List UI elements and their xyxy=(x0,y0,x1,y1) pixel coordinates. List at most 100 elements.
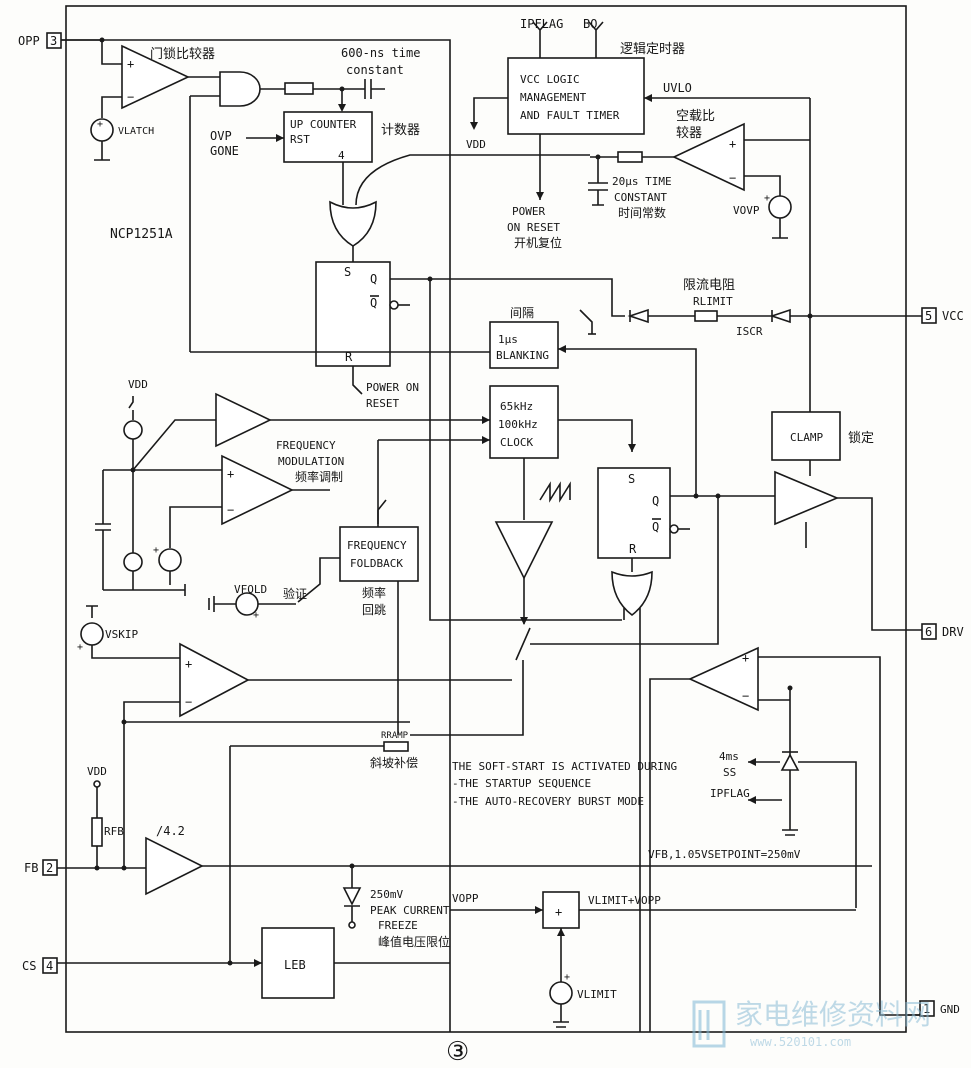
or-gate-1 xyxy=(329,200,377,247)
latch-comparator-label: 门锁比较器 xyxy=(150,46,215,62)
svg-text:+: + xyxy=(227,467,234,481)
svg-text:IPFLAG: IPFLAG xyxy=(520,17,563,31)
svg-text:1μs: 1μs xyxy=(498,333,518,346)
svg-text:Q: Q xyxy=(370,296,377,310)
or-gate-2 xyxy=(611,570,653,617)
resistor-600ns xyxy=(284,82,314,95)
up-counter xyxy=(283,111,373,163)
svg-text:4ms: 4ms xyxy=(719,750,739,763)
svg-text:VDD: VDD xyxy=(87,765,107,778)
svg-text:MANAGEMENT: MANAGEMENT xyxy=(520,91,587,104)
clock-block xyxy=(489,385,559,459)
svg-text:空载比: 空载比 xyxy=(676,109,715,124)
and-gate xyxy=(219,71,261,107)
svg-text:时间常数: 时间常数 xyxy=(618,205,666,220)
fb-divider xyxy=(145,836,204,896)
freq-foldback-block xyxy=(339,526,419,582)
ramp-buffer xyxy=(494,521,554,580)
svg-text:4: 4 xyxy=(338,149,345,162)
svg-text:+: + xyxy=(253,610,259,621)
clamp-block xyxy=(771,411,841,461)
svg-text:Q: Q xyxy=(652,494,659,508)
svg-text:回跳: 回跳 xyxy=(362,603,386,617)
svg-text:间隔: 间隔 xyxy=(510,306,534,320)
svg-text:峰值电压限位: 峰值电压限位 xyxy=(378,934,450,949)
svg-text:POWER ON: POWER ON xyxy=(366,381,419,394)
svg-text:LEB: LEB xyxy=(284,958,306,972)
svg-text:VLIMIT: VLIMIT xyxy=(577,988,617,1001)
opp-bus-line xyxy=(61,39,451,1032)
svg-text:NCP1251A: NCP1251A xyxy=(110,227,173,242)
svg-text:锁定: 锁定 xyxy=(848,430,874,446)
svg-text:VDD: VDD xyxy=(128,378,148,391)
svg-text:250mV: 250mV xyxy=(370,888,403,901)
svg-text:+: + xyxy=(729,137,736,151)
svg-text:R: R xyxy=(629,542,637,556)
svg-text:逻辑定时器: 逻辑定时器 xyxy=(620,42,685,57)
svg-text:VCC LOGIC: VCC LOGIC xyxy=(520,73,580,86)
latch-comparator: + − xyxy=(121,44,190,110)
svg-text:RLIMIT: RLIMIT xyxy=(693,295,733,308)
svg-text:BO: BO xyxy=(583,17,597,31)
buffer-amp xyxy=(215,392,272,448)
resistor-rfb xyxy=(91,817,103,847)
svg-text:计数器: 计数器 xyxy=(381,123,420,138)
vlimit-source xyxy=(549,981,573,1005)
svg-text:频率: 频率 xyxy=(362,585,386,600)
svg-text:CLOCK: CLOCK xyxy=(500,436,533,449)
svg-text:家电维修资料网: 家电维修资料网 xyxy=(735,998,931,1031)
svg-text:POWER: POWER xyxy=(512,205,545,218)
svg-text:较器: 较器 xyxy=(676,126,702,141)
svg-text:CLAMP: CLAMP xyxy=(790,431,823,444)
pin-vcc: 5 VCC xyxy=(921,307,964,324)
vcc-logic-block xyxy=(507,57,645,135)
svg-text:PEAK CURRENT: PEAK CURRENT xyxy=(370,904,450,917)
svg-text:−: − xyxy=(729,171,736,185)
vfm-source xyxy=(158,548,182,572)
svg-text:5: 5 xyxy=(925,309,932,323)
pin-fb: FB 2 xyxy=(24,859,58,876)
svg-text:限流电阻: 限流电阻 xyxy=(683,278,735,293)
svg-text:DRV: DRV xyxy=(942,625,964,639)
summing-node xyxy=(542,891,580,929)
svg-text:+: + xyxy=(185,657,192,671)
svg-text:斜坡补偿: 斜坡补偿 xyxy=(370,755,418,770)
leb-block xyxy=(261,927,335,999)
svg-text:RRAMP: RRAMP xyxy=(381,731,409,741)
svg-text:20μs TIME: 20μs TIME xyxy=(612,175,672,188)
svg-text:−: − xyxy=(227,503,234,517)
svg-text:3: 3 xyxy=(50,34,57,48)
svg-text:VDD: VDD xyxy=(466,138,486,151)
svg-text:Q: Q xyxy=(652,520,659,534)
svg-text:VFB,1.05VSETPOINT=250mV: VFB,1.05VSETPOINT=250mV xyxy=(648,848,801,861)
svg-text:验证: 验证 xyxy=(283,586,307,601)
svg-text:1: 1 xyxy=(923,1002,930,1016)
output-driver xyxy=(774,470,840,526)
svg-text:SS: SS xyxy=(723,766,736,779)
ic-outline xyxy=(65,5,907,1033)
svg-text:+: + xyxy=(764,193,770,204)
svg-text:UP COUNTER: UP COUNTER xyxy=(290,118,357,131)
svg-text:FREQUENCY: FREQUENCY xyxy=(276,439,336,452)
svg-text:600-ns time: 600-ns time xyxy=(341,46,420,60)
svg-text:开机复位: 开机复位 xyxy=(514,235,562,250)
resistor-20us xyxy=(617,151,643,163)
svg-text:GONE: GONE xyxy=(210,144,239,158)
svg-text:BLANKING: BLANKING xyxy=(496,349,549,362)
fm-amplifier xyxy=(221,454,294,526)
svg-text:−: − xyxy=(185,695,192,709)
svg-text:VSKIP: VSKIP xyxy=(105,628,138,641)
svg-text:VOVP: VOVP xyxy=(733,204,760,217)
svg-text:+: + xyxy=(742,651,749,665)
svg-text:OPP: OPP xyxy=(18,34,40,48)
skip-comparator xyxy=(179,642,250,718)
svg-text:ISCR: ISCR xyxy=(736,325,763,338)
resistor-rramp xyxy=(383,741,409,752)
resistor-rlimit xyxy=(694,310,718,322)
svg-text:VLIMIT+VOPP: VLIMIT+VOPP xyxy=(588,894,661,907)
svg-text:RFB: RFB xyxy=(104,825,124,838)
ovp-comparator xyxy=(672,122,745,192)
svg-text:Q: Q xyxy=(370,272,377,286)
svg-text:频率调制: 频率调制 xyxy=(295,469,343,484)
